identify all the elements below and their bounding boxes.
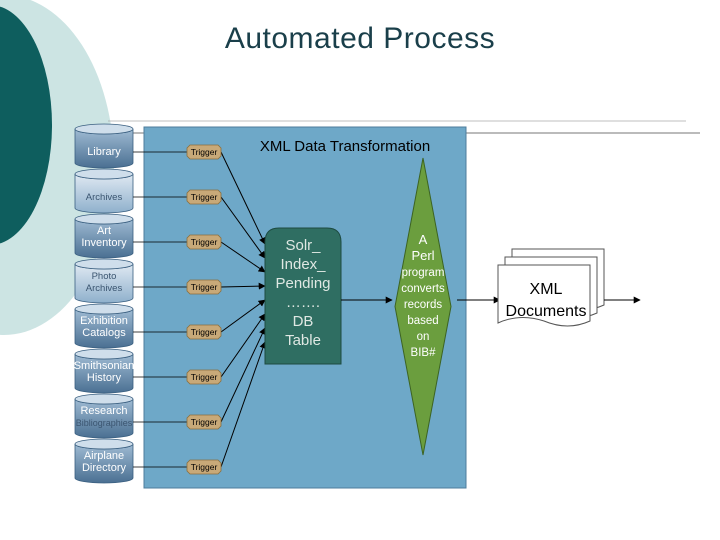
source-label-line: History (87, 372, 122, 384)
db-table-shape (264, 227, 342, 365)
trigger-label: Trigger (191, 147, 218, 157)
trigger-label: Trigger (191, 327, 218, 337)
trigger-arrow (220, 196, 266, 259)
source-library: Library (74, 123, 134, 169)
source-label-line: Exhibition (80, 315, 128, 327)
trigger-octagon (186, 144, 222, 160)
perl-program-diamond (394, 157, 452, 456)
source-cylinder-top (74, 438, 134, 450)
corner-circle-dark (0, 6, 52, 244)
db-table-label-line: Solr_ (285, 237, 321, 254)
output-label-line: XML (530, 281, 563, 298)
source-label-line: Directory (82, 462, 127, 474)
source-label-line: Library (87, 146, 121, 158)
trigger-arrow (220, 241, 266, 273)
source-label-line: Research (80, 405, 127, 417)
trigger-arrow (220, 313, 266, 378)
source-label-line: Art (97, 225, 111, 237)
source-cylinder-top (74, 393, 134, 405)
perl-program-label-line: converts (401, 283, 445, 295)
trigger-octagon (186, 414, 222, 430)
db-table-label-line: Table (285, 332, 321, 349)
db-table-label-line: Index_ (280, 256, 326, 273)
perl-program-label-line: records (404, 299, 443, 311)
source-cylinder-top (74, 348, 134, 360)
slide-title: Automated Process (224, 22, 496, 55)
source-label-line: Bibliographies (76, 418, 133, 428)
trigger-label: Trigger (191, 462, 218, 472)
trigger-octagon (186, 279, 222, 295)
panel-title: XML Data Transformation (260, 138, 430, 155)
trigger-octagon (186, 369, 222, 385)
perl-program-label-line: based (407, 315, 438, 327)
trigger-arrow (220, 327, 266, 423)
source-archives: Archives (74, 168, 134, 214)
trigger-octagon (186, 234, 222, 250)
trigger-octagon (186, 324, 222, 340)
db-table-label-line: ……. (286, 294, 320, 311)
source-label-line: Smithsonian (74, 360, 135, 372)
trigger-arrow (220, 282, 266, 290)
trigger-label: Trigger (191, 192, 218, 202)
source-label-line: Inventory (81, 237, 127, 249)
perl-program-label-line: A (419, 232, 428, 247)
perl-program-label-line: program (402, 267, 445, 279)
source-cylinder-top (74, 123, 134, 135)
trigger-octagon (186, 189, 222, 205)
source-label-line: Archives (86, 192, 123, 203)
trigger-octagon (186, 459, 222, 475)
output-label-line: Documents (506, 303, 587, 320)
db-table-label-line: DB (293, 313, 314, 330)
source-cylinder-top (74, 168, 134, 180)
source-label-line: Airplane (84, 450, 124, 462)
perl-program-label-line: Perl (411, 248, 434, 263)
trigger-label: Trigger (191, 282, 218, 292)
db-table-label-line: Pending (275, 275, 330, 292)
source-label-line: Catalogs (82, 327, 126, 339)
source-label-line: Photo (92, 271, 117, 282)
xml-document-page (497, 264, 591, 327)
source-label-line: Archives (86, 283, 123, 294)
trigger-label: Trigger (191, 237, 218, 247)
perl-program-label-line: BIB# (411, 347, 437, 359)
source-cylinder-top (74, 303, 134, 315)
trigger-label: Trigger (191, 417, 218, 427)
trigger-arrow (220, 151, 266, 245)
trigger-arrow (220, 341, 267, 468)
perl-program-label-line: on (417, 331, 430, 343)
source-cylinder-top (74, 213, 134, 225)
trigger-label: Trigger (191, 372, 218, 382)
trigger-arrow (220, 299, 266, 333)
source-cylinder-top (74, 258, 134, 270)
